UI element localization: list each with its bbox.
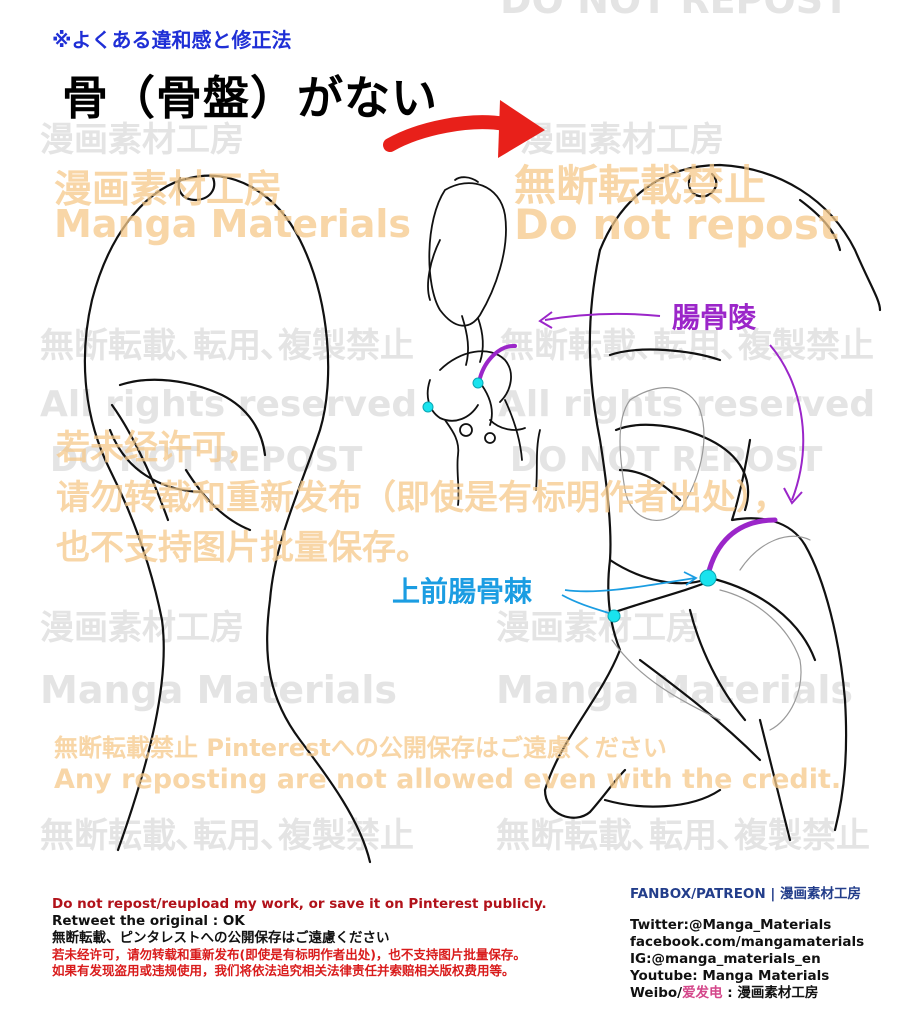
red-arrow (383, 100, 545, 158)
footer-socials: FANBOX/PATREON | 漫画素材工房 Twitter:@Manga_M… (630, 886, 864, 1002)
instagram-handle[interactable]: IG:@manga_materials_en (630, 951, 821, 967)
watermark-rights: All rights reserved (498, 384, 876, 425)
watermark-studio-jp: 漫画素材工房 (40, 120, 244, 160)
watermark-studio-jp: 漫画素材工房 (40, 608, 244, 648)
watermark-cn-line1: 若未经许可， (56, 428, 260, 468)
watermark-no-copy: 無断転載､転用､複製禁止 (40, 326, 414, 366)
weibo-suffix: : 漫画素材工房 (722, 985, 819, 1001)
figure-small-skeleton (426, 176, 541, 506)
watermark-no-repost-jp-orange: 無断転載禁止 (514, 161, 767, 210)
page-subtitle: ※よくある違和感と修正法 (52, 28, 292, 52)
construction-lines (611, 387, 811, 731)
watermark-rights: All rights reserved (40, 384, 418, 425)
figure-right-correct (543, 163, 882, 842)
notice-no-repost-jp: 無断転載、ピンタレストへの公開保存はご遠慮ください (52, 930, 390, 946)
watermark-studio-en: Manga Materials (40, 668, 398, 712)
watermark-cn-line3: 也不支持图片批量保存。 (56, 528, 430, 568)
notice-no-repost-en: Do not repost/reupload my work, or save … (52, 896, 547, 912)
weibo-prefix: Weibo/ (630, 985, 683, 1001)
label-asis: 上前腸骨棘 (392, 575, 533, 608)
watermark-do-not-repost-top: DO NOT REPOST (500, 0, 849, 22)
anatomy-illustration (83, 100, 882, 864)
footer-notice: Do not repost/reupload my work, or save … (52, 896, 547, 979)
figure-left-wrong (83, 174, 372, 864)
iliac-crest-highlight (478, 344, 778, 578)
page-title: 骨（骨盤）がない (62, 71, 438, 125)
watermark-no-copy: 無断転載､転用､複製禁止 (40, 816, 414, 856)
watermark-no-copy: 無断転載､転用､複製禁止 (500, 326, 874, 366)
facebook-link[interactable]: facebook.com/mangamaterials (630, 934, 865, 950)
watermark-studio-jp: 漫画素材工房 (520, 120, 724, 160)
asis-dots (422, 377, 717, 623)
iliac-crest-arrows (538, 311, 805, 505)
weibo-afdian: 爱发电 (682, 985, 723, 1001)
watermark-do-not-repost: DO NOT REPOST (510, 440, 823, 480)
watermark-studio-en-orange: Manga Materials (54, 202, 412, 246)
watermark-credit-en: Any reposting are not allowed even with … (54, 764, 842, 795)
watermark-studio-jp-orange: 漫画素材工房 (54, 167, 283, 211)
label-iliac-crest: 腸骨陵 (672, 301, 757, 334)
fanbox-patreon-link[interactable]: FANBOX/PATREON | 漫画素材工房 (630, 886, 862, 902)
youtube-channel[interactable]: Youtube: Manga Materials (630, 968, 830, 984)
notice-cn-line1: 若未经许可，请勿转载和重新发布(即使是有标明作者出处)，也不支持图片批量保存。 (52, 947, 526, 962)
watermark-no-copy: 無断転載､転用､複製禁止 (496, 816, 870, 856)
watermark-pinterest-jp: 無断転載禁止 Pinterestへの公開保存はご遠慮ください (54, 734, 667, 762)
watermark-cn-line2: 请勿转载和重新发布（即使是有标明作者出处）， (56, 478, 787, 518)
watermark-studio-jp: 漫画素材工房 (496, 608, 700, 648)
notice-cn-line2: 如果有发现盗用或违规使用，我们将依法追究相关法律责任并索赔相关版权费用等。 (52, 963, 515, 978)
notice-retweet-ok: Retweet the original : OK (52, 913, 245, 929)
watermark-no-repost-en-orange: Do not repost (514, 200, 839, 249)
weibo-line[interactable]: Weibo/爱发电 : 漫画素材工房 (630, 985, 864, 1002)
twitter-handle[interactable]: Twitter:@Manga_Materials (630, 917, 832, 933)
